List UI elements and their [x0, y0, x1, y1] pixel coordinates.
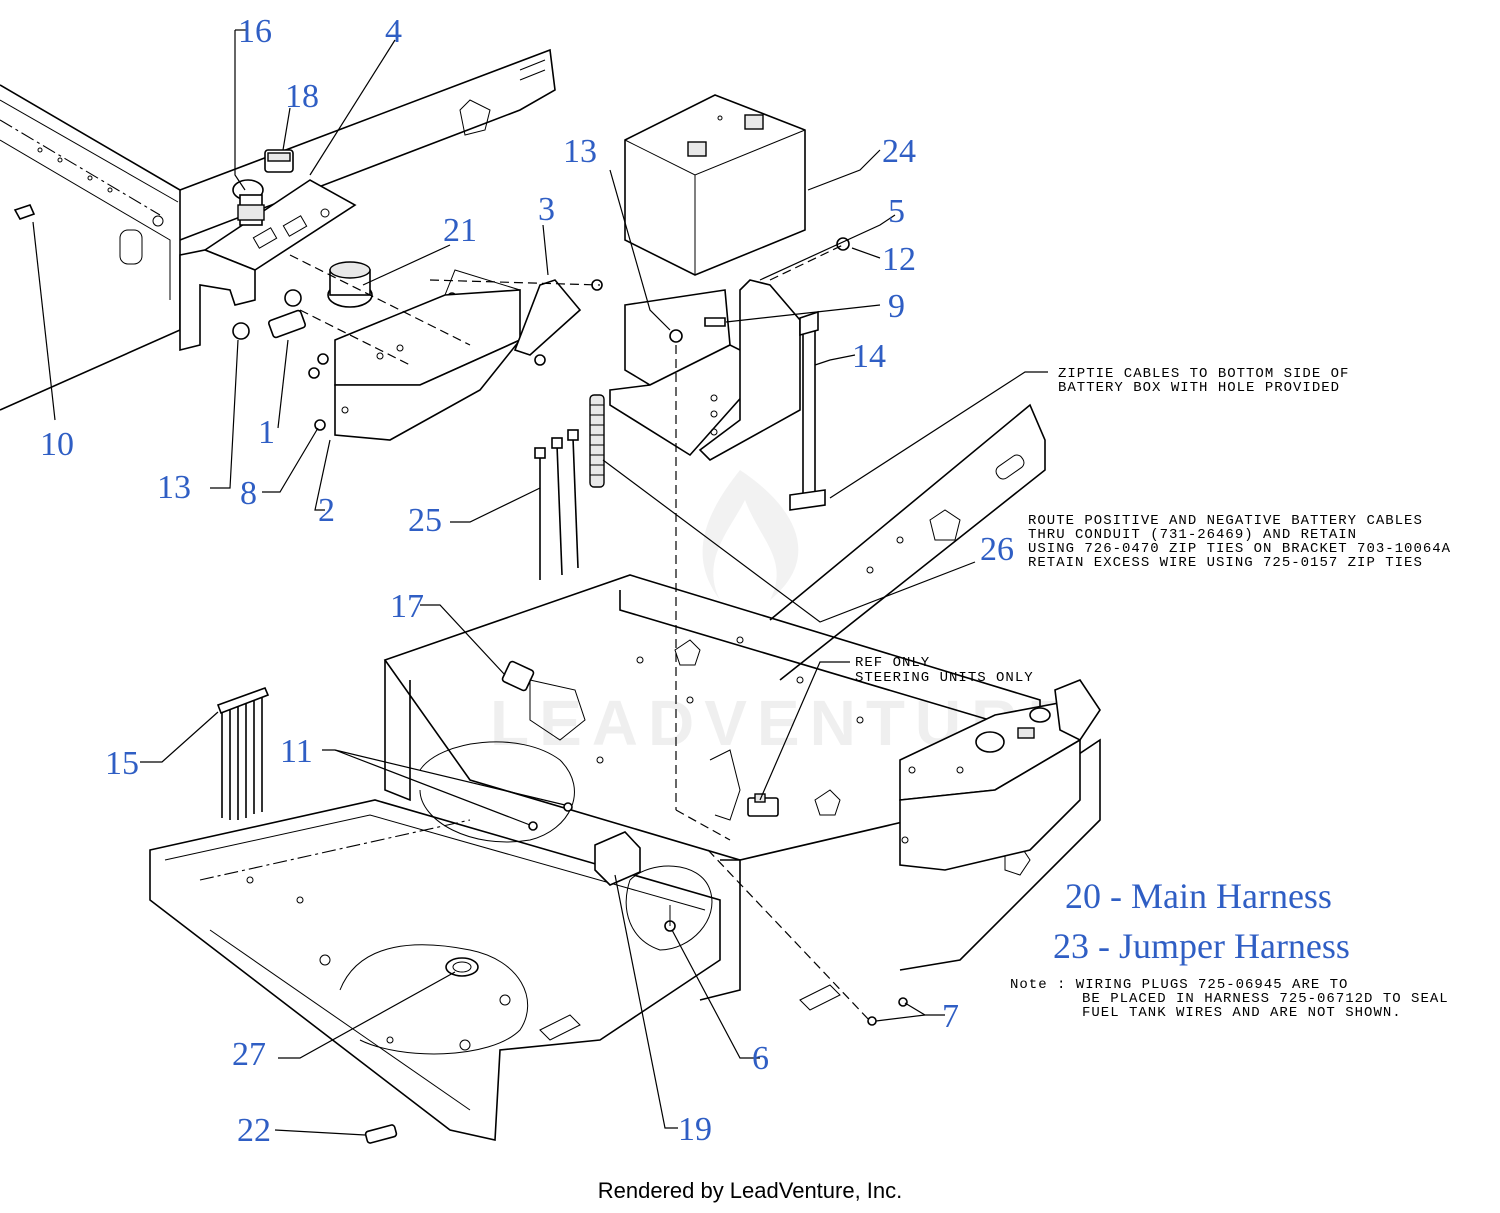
note-ziptie-line2: BATTERY BOX WITH HOLE PROVIDED: [1058, 380, 1340, 396]
ignition-switch: [327, 261, 373, 308]
note-route-line3: USING 726-0470 ZIP TIES ON BRACKET 703-1…: [1028, 541, 1451, 557]
callout-3: 3: [538, 191, 555, 228]
callout-1: 1: [258, 414, 275, 451]
rocker-switch: [264, 149, 294, 173]
leader-lines: [32, 29, 1048, 1136]
grommet: [445, 957, 479, 977]
callout-7: 7: [942, 998, 959, 1035]
legend-main-harness: 20 - Main Harness: [1065, 876, 1332, 916]
callout-26: 26: [980, 531, 1014, 568]
note-route-line1: ROUTE POSITIVE AND NEGATIVE BATTERY CABL…: [1028, 513, 1423, 529]
callout-6: 6: [752, 1040, 769, 1077]
callout-4: 4: [385, 13, 402, 50]
callout-24: 24: [882, 133, 916, 170]
callout-2: 2: [318, 492, 335, 529]
seat-switch: [501, 660, 586, 741]
control-bracket: [179, 179, 357, 352]
small-hardware: [232, 279, 603, 431]
callout-21: 21: [443, 212, 477, 249]
callout-9: 9: [888, 288, 905, 325]
callout-17: 17: [390, 588, 424, 625]
reference-console: [899, 679, 1101, 871]
pto-switch: [232, 179, 265, 226]
callout-8: 8: [240, 475, 257, 512]
assembly-lines: [289, 243, 871, 1022]
callout-27: 27: [232, 1036, 266, 1073]
note-steering-units: STEERING UNITS ONLY: [855, 670, 1034, 686]
note-route-line2: THRU CONDUIT (731-26469) AND RETAIN: [1028, 527, 1357, 543]
callout-15: 15: [105, 745, 139, 782]
console-bracket: [513, 279, 582, 356]
callout-11: 11: [280, 733, 313, 770]
callout-14: 14: [852, 338, 886, 375]
legend-jumper-harness: 23 - Jumper Harness: [1053, 926, 1350, 966]
callout-25: 25: [408, 502, 442, 539]
callout-19: 19: [678, 1111, 712, 1148]
conduit: [589, 394, 605, 488]
callout-16: 16: [238, 13, 272, 50]
steering-switch: [709, 749, 779, 821]
callout-13-upper: 13: [563, 133, 597, 170]
callouts: 16 4 18 21 3 13 24 5 12 9 14 10 1 13 8 2…: [40, 13, 1014, 1149]
callout-5: 5: [888, 193, 905, 230]
note-wiring-line2: BE PLACED IN HARNESS 725-06712D TO SEAL: [1082, 991, 1449, 1007]
note-wiring-line3: FUEL TANK WIRES AND ARE NOT SHOWN.: [1082, 1005, 1402, 1021]
harness-legend: 20 - Main Harness 23 - Jumper Harness: [1053, 876, 1350, 966]
harness-wires: [528, 802, 676, 932]
fasteners-7: [867, 997, 908, 1026]
note-wiring-line1: Note : WIRING PLUGS 725-06945 ARE TO: [1010, 977, 1348, 993]
relay-module: [594, 831, 641, 886]
callout-10: 10: [40, 426, 74, 463]
callout-13-lower: 13: [157, 469, 191, 506]
notes: ZIPTIE CABLES TO BOTTOM SIDE OF BATTERY …: [855, 366, 1451, 1021]
connector-plug: [364, 1124, 398, 1144]
callout-22: 22: [237, 1112, 271, 1149]
callout-18: 18: [285, 78, 319, 115]
battery-box: [609, 279, 801, 461]
note-route-line4: RETAIN EXCESS WIRE USING 725-0157 ZIP TI…: [1028, 555, 1423, 571]
note-ziptie-line1: ZIPTIE CABLES TO BOTTOM SIDE OF: [1058, 366, 1349, 382]
battery: [624, 94, 806, 276]
footer-credit: Rendered by LeadVenture, Inc.: [597, 1178, 903, 1203]
battery-strap: [789, 237, 850, 511]
zip-ties-vertical: [534, 429, 579, 580]
note-ref-only: REF ONLY: [855, 655, 930, 671]
callout-12: 12: [882, 241, 916, 278]
zip-ties-bundle: [216, 686, 270, 820]
